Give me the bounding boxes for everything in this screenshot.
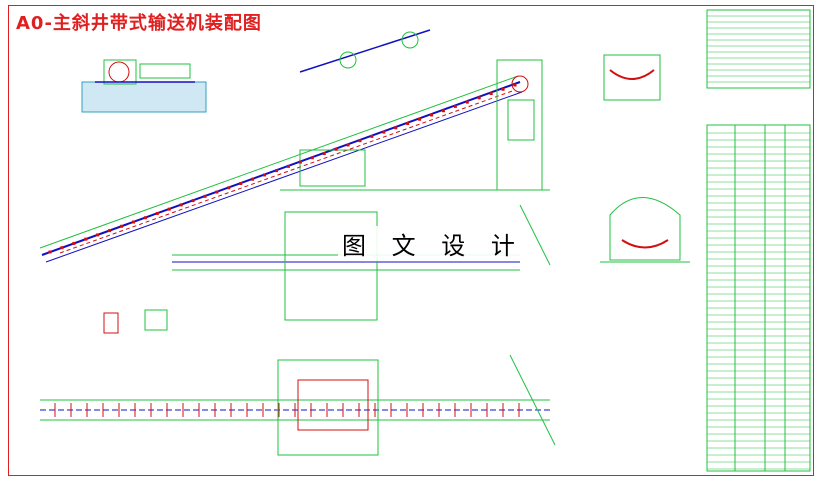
idler-mark [477, 96, 481, 100]
idler-mark [310, 156, 314, 160]
idler-mark [131, 220, 135, 224]
idler-mark [382, 130, 386, 134]
idler-mark [239, 181, 243, 185]
idler-mark [501, 87, 505, 91]
idler-mark [179, 203, 183, 207]
idler-marks [48, 83, 520, 417]
idler-mark [394, 126, 398, 130]
idler-mark [513, 83, 517, 87]
watermark-text: 图 文 设 计 [338, 226, 528, 261]
idler-mark [489, 92, 493, 96]
idler-mark [60, 246, 64, 250]
idler-mark [251, 177, 255, 181]
plan-view-middle [172, 204, 551, 321]
plan-view-bottom [40, 354, 556, 456]
idler-mark [358, 139, 362, 143]
detail-view-small [103, 309, 168, 334]
drive-foundation-view [81, 59, 207, 113]
idler-mark [346, 143, 350, 147]
drawing-border [8, 5, 814, 476]
title-block-table [706, 9, 811, 472]
idler-mark [322, 152, 326, 156]
idler-mark [263, 173, 267, 177]
belt-sketch-top [299, 29, 431, 73]
idler-mark [72, 241, 76, 245]
idler-mark [441, 109, 445, 113]
idler-mark [191, 199, 195, 203]
idler-mark [143, 216, 147, 220]
idler-mark [167, 207, 171, 211]
idler-mark [227, 186, 231, 190]
table-row-lines [707, 15, 810, 470]
idler-mark [465, 100, 469, 104]
idler-mark [108, 229, 112, 233]
idler-mark [453, 104, 457, 108]
idler-mark [298, 160, 302, 164]
idler-mark [430, 113, 434, 117]
idler-mark [96, 233, 100, 237]
idler-mark [84, 237, 88, 241]
cross-section-view-2 [600, 197, 690, 263]
idler-mark [418, 117, 422, 121]
cross-section-view-1 [603, 54, 661, 101]
idler-mark [120, 224, 124, 228]
drawing-title: A0-主斜井带式输送机装配图 [16, 13, 262, 34]
idler-mark [370, 134, 374, 138]
idler-mark [286, 164, 290, 168]
idler-mark [48, 250, 52, 254]
idler-mark [275, 169, 279, 173]
idler-mark [203, 194, 207, 198]
idler-mark [334, 147, 338, 151]
idler-mark [155, 211, 159, 215]
idler-mark [406, 122, 410, 126]
idler-mark [215, 190, 219, 194]
